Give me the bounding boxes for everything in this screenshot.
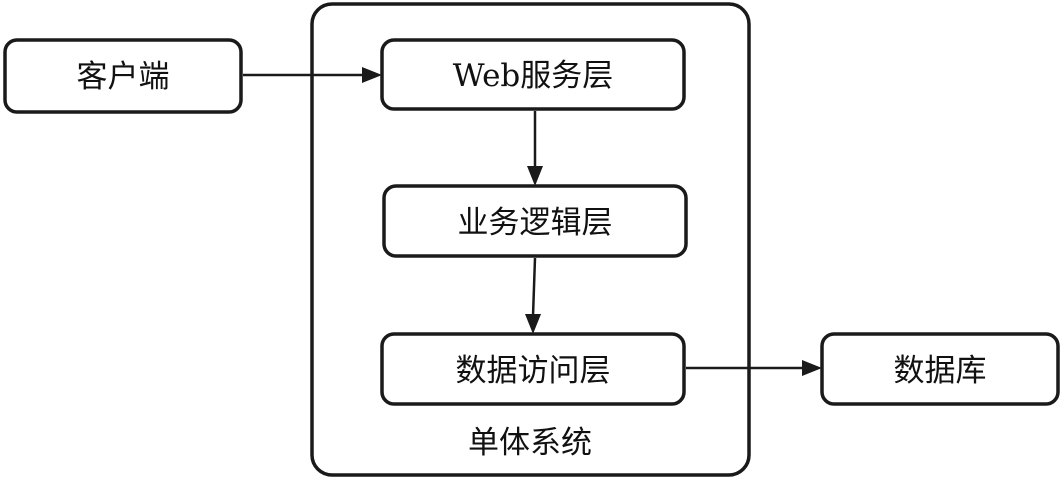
web-layer-node: Web服务层 [380,38,686,111]
database-box [820,332,1060,406]
monolith-container-label: 单体系统 [468,425,592,461]
edge-business-to-data-access-arrowhead [525,314,541,334]
edge-web-to-business [527,111,543,186]
edge-business-to-data-access [525,257,541,334]
database-label: 数据库 [894,353,987,389]
edge-client-to-web-arrowhead [362,67,382,83]
web-layer-box [380,38,686,111]
edge-web-to-business-arrowhead [527,166,543,186]
client-node: 客户端 [3,38,243,114]
edge-data-access-to-database [686,360,822,376]
business-layer-node: 业务逻辑层 [382,184,688,258]
data-access-layer-label: 数据访问层 [456,353,611,389]
web-layer-label: Web服务层 [453,58,614,94]
edge-data-access-to-database-arrowhead [802,360,822,376]
client-label: 客户端 [77,59,170,95]
edge-client-to-web [243,67,382,83]
client-box [3,38,243,114]
database-node: 数据库 [820,332,1060,406]
edge-business-to-data-access-line [531,257,537,317]
business-layer-label: 业务逻辑层 [458,205,613,241]
data-access-layer-node: 数据访问层 [380,332,686,406]
